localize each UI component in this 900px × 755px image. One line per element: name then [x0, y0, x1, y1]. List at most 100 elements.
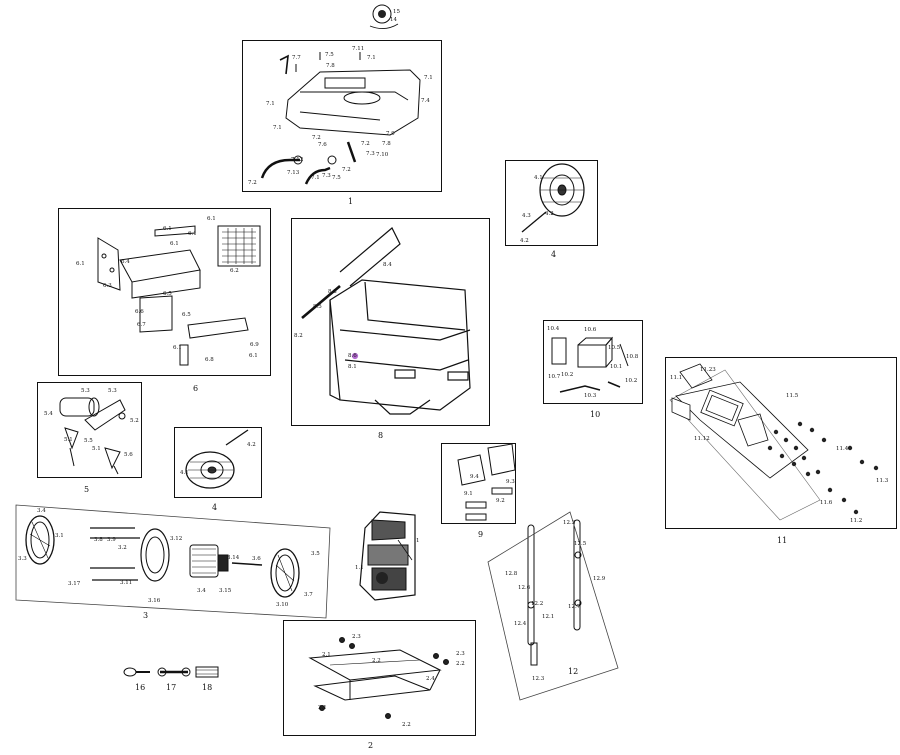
tools-drawing — [123, 666, 219, 678]
callout-12-1: 12.8 — [505, 571, 518, 577]
callout-7-19: 7.2 — [248, 180, 257, 186]
callout-6-1: 6.2 — [230, 268, 239, 274]
group-box-11 — [665, 357, 897, 529]
callout-5-2: 5.4 — [44, 411, 53, 417]
callout-7-3: 7.8 — [326, 63, 335, 69]
callout-6-11: 6.1 — [76, 261, 85, 267]
callout-7-1: 7.11 — [352, 46, 365, 52]
callout-11-6: 11.12 — [694, 436, 710, 442]
callout-8-4: 8.6 — [348, 353, 357, 359]
callout-5-5: 5.6 — [124, 452, 133, 458]
callout-3-0: 3.4 — [37, 508, 46, 514]
callout-7-0: 7.7 — [292, 55, 301, 61]
callout-7-18: 7.3 — [322, 173, 331, 179]
callout-8-0: 8.4 — [383, 262, 392, 268]
callout-12-7: 12.4 — [514, 621, 527, 627]
callout-7-12: 7.8 — [382, 141, 391, 147]
callout-9-2: 9.3 — [506, 479, 515, 485]
knob-part — [369, 4, 399, 29]
callout-7-9: 7.2 — [312, 135, 321, 141]
callout-6-6: 6.3 — [103, 283, 112, 289]
callout-3-14: 3.10 — [276, 602, 289, 608]
callout-2-7: 2.2 — [402, 722, 411, 728]
callout-4-1: 4.3 — [522, 213, 531, 219]
callout-5-0: 5.3 — [81, 388, 90, 394]
callout-2-4: 2.2 — [456, 661, 465, 667]
callout-7-22: 7.5 — [332, 175, 341, 181]
callout-11-7: 11.6 — [820, 500, 833, 506]
callout-8-5: 8.1 — [348, 364, 357, 370]
callout-11-3: 11.2 — [850, 518, 863, 524]
group-label-8: 8 — [378, 431, 384, 440]
callout-6-8: 6.6 — [135, 309, 144, 315]
callout-6-10: 6.5 — [182, 312, 191, 318]
callout-7-8: 7.9 — [386, 131, 395, 137]
callout-3-4: 3.2 — [118, 545, 127, 551]
callout-engine-1: 1.1 — [355, 565, 364, 571]
callout-10-0: 10.4 — [547, 326, 560, 332]
callout-6-12: 6.9 — [250, 342, 259, 348]
group-label-16: 16 — [135, 683, 146, 692]
callout-2-1: 2.2 — [372, 658, 381, 664]
callout-12-4: 12.9 — [593, 576, 606, 582]
callout-2-2: 2.1 — [322, 652, 331, 658]
callout-2-6: 2.1 — [318, 705, 327, 711]
callout-10-7: 10.8 — [626, 354, 639, 360]
callout-10-6: 10.3 — [584, 393, 597, 399]
group-box-9 — [441, 443, 516, 524]
callout-3-16: 3.4 — [197, 588, 206, 594]
callout-6-5: 6.4 — [121, 259, 130, 265]
callout-5-6: 5.5 — [84, 438, 93, 444]
callout-6-4: 6.1 — [170, 241, 179, 247]
callout-7-6: 7.4 — [421, 98, 430, 104]
callout-3-3: 3.9 — [107, 537, 116, 543]
callout-10-2: 10.7 — [548, 374, 561, 380]
callout-12-5: 12.2 — [531, 601, 544, 607]
group-label-6: 6 — [193, 384, 199, 393]
callout-3-5: 3.3 — [18, 556, 27, 562]
callout-3-10: 3.6 — [252, 556, 261, 562]
callout-10-5: 10.5 — [608, 345, 621, 351]
callout-11-4: 11.3 — [876, 478, 889, 484]
callout-12-6: 12.1 — [542, 614, 555, 620]
callout-6-7: 6.5 — [163, 291, 172, 297]
callout-4-2: 4.2 — [545, 211, 554, 217]
group-label-5b: 4 — [212, 503, 218, 512]
callout-3-12: 3.5 — [311, 551, 320, 557]
group-label-1: 1 — [348, 197, 354, 206]
callout-12-3: 12.5 — [574, 541, 587, 547]
group-label-2: 2 — [368, 741, 374, 750]
callout-6-13: 6.1 — [173, 345, 182, 351]
alternator-drawing — [25, 515, 300, 598]
group-label-11: 11 — [777, 536, 788, 545]
callout-8-1: 8.3 — [328, 289, 337, 295]
callout-8-2: 8.5 — [313, 304, 322, 310]
callout-7-7: 7.1 — [266, 101, 275, 107]
callout-7-17: 7.2 — [342, 167, 351, 173]
callout-12-9: 12.3 — [532, 676, 545, 682]
callout-15: 15 — [393, 9, 400, 15]
callout-3-13: 3.17 — [68, 581, 81, 587]
callout-7-20: 7.1 — [311, 175, 320, 181]
group-label-4: 4 — [551, 250, 557, 259]
callout-12-8: 12.7 — [568, 604, 581, 610]
callout-6-0: 6.1 — [207, 216, 216, 222]
callout-4-3: 4.2 — [520, 238, 529, 244]
callout-2-3: 2.4 — [426, 676, 435, 682]
callout-11-1: 11.5 — [786, 393, 799, 399]
callout-3-11: 3.15 — [219, 588, 232, 594]
callout-5b-1: 4.1 — [180, 470, 189, 476]
group-label-17: 17 — [166, 683, 177, 692]
group-label-9: 9 — [478, 530, 484, 539]
callout-12-2: 12.6 — [518, 585, 531, 591]
callout-2-5: 2.3 — [456, 651, 465, 657]
callout-7-10: 7.6 — [318, 142, 327, 148]
engine-drawing — [359, 511, 416, 601]
callout-9-1: 9.2 — [496, 498, 505, 504]
callout-7-11: 7.2 — [361, 141, 370, 147]
callout-3-15: 3.7 — [304, 592, 313, 598]
callout-7-21: 7.13 — [287, 170, 300, 176]
